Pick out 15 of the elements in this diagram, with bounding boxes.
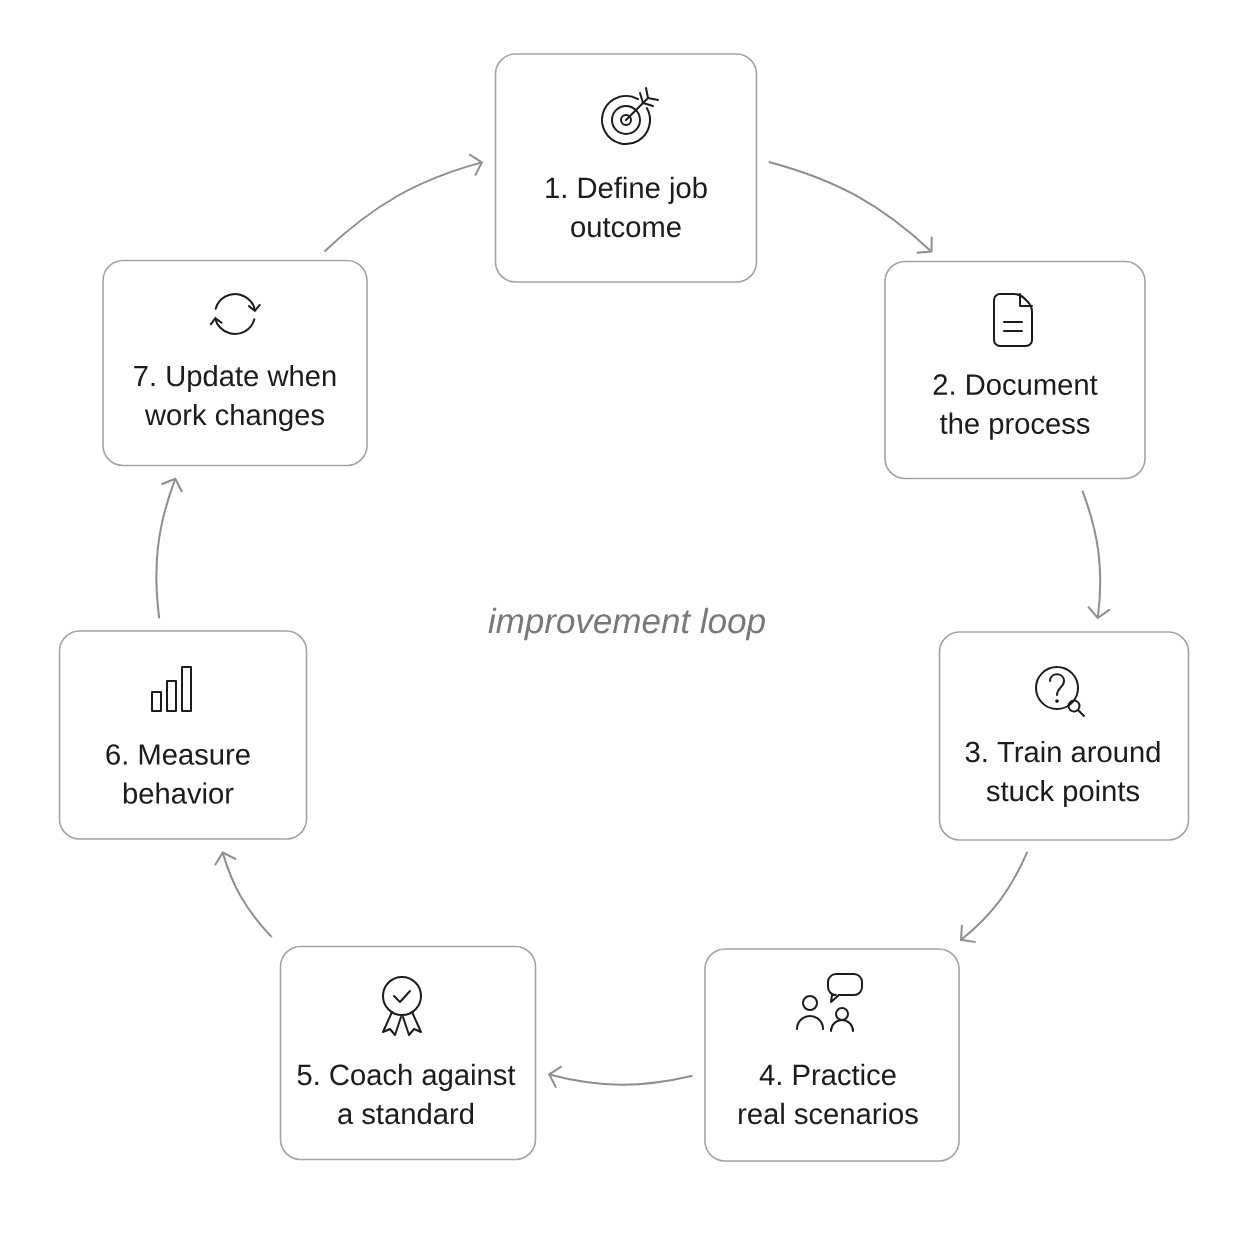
arrow — [1081, 489, 1111, 620]
arrow — [155, 477, 184, 620]
label: improvement loop — [488, 607, 765, 641]
step-box: 2. Document the process — [884, 260, 1146, 480]
step-box: 6. Measure behavior — [58, 630, 308, 840]
step-box: 1. Define job outcome — [494, 53, 758, 283]
step-box: 3. Train around stuck points — [938, 631, 1190, 841]
arrow — [959, 850, 1029, 944]
step-box: 4. Practice real scenarios — [704, 948, 960, 1162]
arrow — [323, 153, 484, 253]
step-box: 5. Coach against a standard — [279, 945, 537, 1161]
arrow — [547, 1065, 694, 1089]
arrow — [213, 851, 273, 939]
step-box: 7. Update when work changes — [102, 259, 368, 467]
arrow — [767, 160, 933, 254]
